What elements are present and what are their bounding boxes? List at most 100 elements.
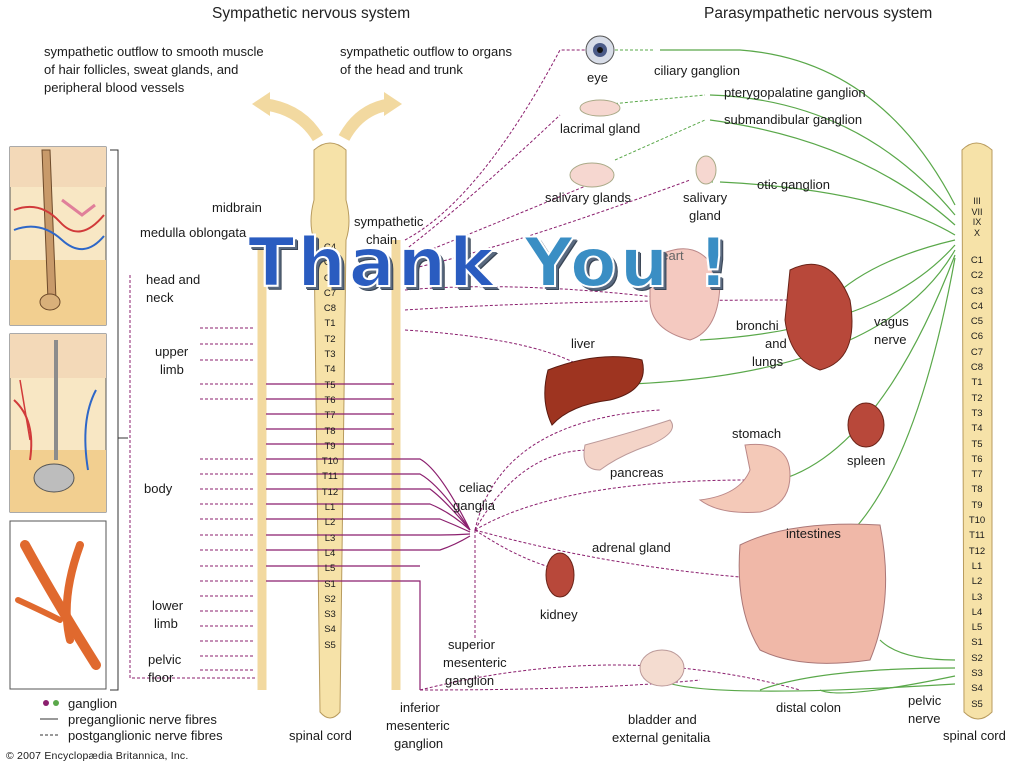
left-segment-t5: T5 [324,379,336,391]
right-segment-s2: S2 [971,652,983,664]
skin-panel-blood-vessel [9,520,107,690]
right-segment-t5: T5 [971,438,983,450]
salivary-glands-illustration [569,162,615,188]
right-segment-t11: T11 [969,530,985,542]
label-outflow-organs-2: of the head and trunk [340,62,463,77]
label-lacrimal-gland: lacrimal gland [560,121,641,136]
label-kidney: kidney [540,607,578,622]
left-segment-s3: S3 [324,609,336,621]
label-head-neck-2: neck [146,290,174,305]
label-pelvic-nerve-2: nerve [908,711,941,726]
left-segment-s4: S4 [324,624,336,636]
legend-ganglion: ganglion [68,696,118,711]
right-segment-s4: S4 [971,683,983,695]
left-segment-c6: C6 [323,272,337,284]
label-lower-limb-1: lower [152,598,184,613]
label-bronchi-1: bronchi [736,318,779,333]
left-segment-t8: T8 [324,425,336,437]
label-pelvic-floor-1: pelvic [148,652,182,667]
left-segment-l2: L2 [324,517,336,529]
label-superior-2: mesenteric [443,655,507,670]
label-spleen: spleen [847,453,886,468]
left-segment-t4: T4 [324,364,336,376]
bladder-illustration [639,649,685,687]
eye-illustration [585,35,615,65]
lacrimal-gland-illustration [579,99,621,117]
right-segment-c4: C4 [970,300,984,312]
left-segment-s1: S1 [324,578,336,590]
sympathetic-title: Sympathetic nervous system [212,5,411,22]
label-inferior-1: inferior [400,700,440,715]
label-distal-colon: distal colon [776,700,842,715]
label-inferior-2: mesenteric [386,718,450,733]
right-segment-t10: T10 [968,515,986,527]
skin-panel-hair-follicle [9,146,107,326]
label-heart: heart [654,248,684,263]
liver-illustration [544,356,644,426]
label-liver: liver [571,336,595,351]
label-midbrain: midbrain [212,200,262,215]
left-segment-t3: T3 [324,349,336,361]
right-segment-t4: T4 [971,423,983,435]
right-segment-l1: L1 [971,560,983,572]
right-segment-t7: T7 [971,469,983,481]
left-segment-t9: T9 [324,440,336,452]
left-segment-s5: S5 [324,639,336,651]
left-segment-t10: T10 [321,456,339,468]
left-segment-l5: L5 [324,563,336,575]
label-outflow-smooth-3: peripheral blood vessels [44,80,185,95]
right-segment-t1: T1 [971,377,983,389]
label-salivary-gland-2: gland [689,208,721,223]
right-segment-s5: S5 [971,698,983,710]
label-inferior-3: ganglion [394,736,444,751]
label-bronchi-3: lungs [752,354,784,369]
salivary-gland-illustration [695,155,717,185]
skin-panel-sweat-gland [9,333,107,513]
label-pelvic-nerve-1: pelvic [908,693,942,708]
label-spinal-cord-left: spinal cord [289,728,352,743]
label-bronchi-2: and [765,336,787,351]
label-outflow-smooth-1: sympathetic outflow to smooth muscle [44,44,264,59]
left-segment-s2: S2 [324,593,336,605]
stomach-illustration [698,443,791,513]
label-spinal-cord-right: spinal cord [943,728,1006,743]
label-submandibular-ganglion: submandibular ganglion [724,112,863,127]
right-segment-c5: C5 [970,316,984,328]
left-segment-c7: C7 [323,287,337,299]
label-outflow-organs-1: sympathetic outflow to organs [340,44,512,59]
intestines-illustration [738,523,887,664]
left-segment-c4: C4 [323,242,337,253]
label-medulla: medulla oblongata [140,225,247,240]
right-segment-l4: L4 [971,606,983,618]
label-eye: eye [587,70,608,85]
right-segment-t12: T12 [968,545,986,557]
left-segment-c8: C8 [323,303,337,315]
label-ciliary-ganglion: ciliary ganglion [654,63,740,78]
right-segment-s3: S3 [971,668,983,680]
label-otic-ganglion: otic ganglion [757,177,830,192]
label-vagus-2: nerve [874,332,907,347]
cranial-vii: VII [971,206,983,217]
label-celiac-1: celiac [459,480,493,495]
left-segment-t2: T2 [324,333,336,345]
label-head-neck-1: head and [146,272,201,287]
copyright-notice: © 2007 Encyclopædia Britannica, Inc. [6,750,189,762]
right-segment-c8: C8 [970,362,984,374]
cranial-ix: IX [972,217,982,227]
right-segment-c6: C6 [970,331,984,343]
heart-illustration [649,248,721,341]
label-sympathetic-chain-2: chain [366,232,398,247]
left-segment-l3: L3 [324,532,336,544]
thank-you-word-1: Thank [247,223,524,304]
left-segment-t6: T6 [324,394,336,406]
thank-you-overlay: Thank You ! [247,223,732,304]
right-segment-s1: S1 [971,637,983,649]
right-segment-c1: C1 [970,255,984,266]
right-segment-l3: L3 [971,591,983,603]
label-pancreas: pancreas [610,465,664,480]
right-segment-t9: T9 [971,499,983,511]
